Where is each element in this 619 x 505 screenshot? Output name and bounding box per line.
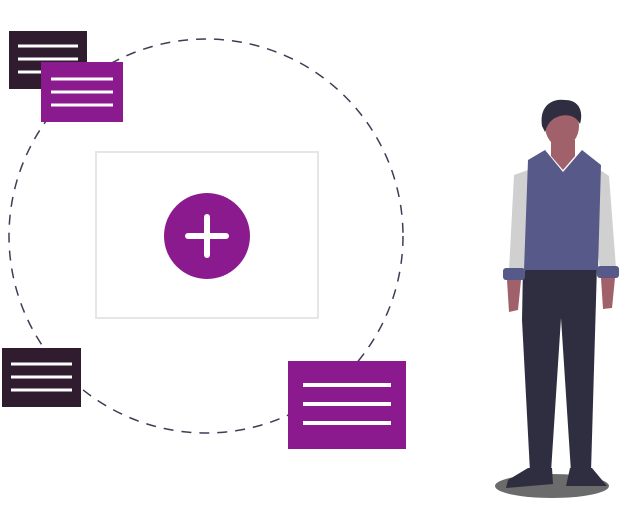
text-lines-icon xyxy=(51,77,113,107)
plus-icon xyxy=(185,214,229,258)
person-right-shoe xyxy=(566,468,607,486)
dashed-circle-icon xyxy=(8,38,404,434)
person-left-shoe xyxy=(506,468,553,488)
person-left-sleeve xyxy=(509,170,530,272)
person-neck xyxy=(551,140,575,170)
text-lines-icon xyxy=(303,383,391,425)
text-card-top-left-accent[interactable] xyxy=(41,62,123,122)
person-left-hand xyxy=(507,280,521,312)
add-button[interactable] xyxy=(164,193,250,279)
person-pants xyxy=(522,266,597,472)
person-hair xyxy=(541,99,582,132)
text-lines-icon xyxy=(11,362,72,392)
person-vest xyxy=(524,150,601,270)
add-panel-frame xyxy=(95,151,319,319)
person-right-cuff xyxy=(597,266,619,278)
add-panel[interactable] xyxy=(95,151,319,319)
standing-person-icon xyxy=(495,99,619,498)
person-left-cuff xyxy=(503,268,525,280)
text-card-bottom-right[interactable] xyxy=(288,361,406,449)
person-right-hand xyxy=(601,278,615,309)
text-card-bottom-left[interactable] xyxy=(2,348,81,407)
